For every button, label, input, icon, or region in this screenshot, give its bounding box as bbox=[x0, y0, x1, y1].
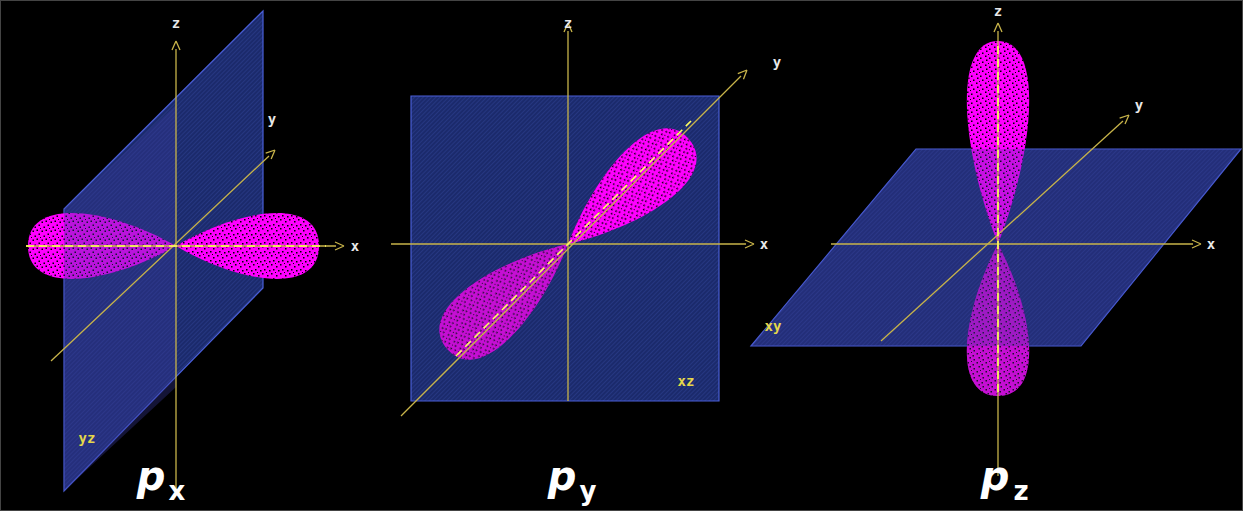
nodal-plane bbox=[411, 96, 719, 401]
axis-line bbox=[26, 245, 336, 246]
axis-line bbox=[831, 243, 1193, 244]
axis-line bbox=[401, 76, 741, 416]
axis-arrowhead bbox=[172, 41, 180, 50]
axis-label: z bbox=[172, 16, 180, 30]
axis-label: y bbox=[1135, 98, 1143, 112]
axis-arrowhead bbox=[994, 23, 1002, 32]
orbital-symbol: p bbox=[981, 456, 1010, 496]
axis-line bbox=[175, 49, 176, 491]
axis-arrowhead bbox=[738, 67, 750, 79]
plane-overlay bbox=[751, 149, 1241, 346]
orbital-subscript: x bbox=[169, 478, 186, 504]
lobe-axis-dash bbox=[26, 245, 326, 247]
axis-arrowhead bbox=[335, 242, 344, 250]
axis-label: z bbox=[564, 16, 572, 30]
orbital-subscript: z bbox=[1013, 478, 1028, 504]
axis-line bbox=[997, 31, 998, 476]
orbital-symbol: p bbox=[137, 456, 166, 496]
lobe-fill bbox=[426, 219, 590, 374]
axis-arrowhead bbox=[1192, 240, 1201, 248]
axis-arrowhead bbox=[266, 147, 278, 159]
nodal-plane bbox=[751, 149, 1241, 346]
orbital-subscript: y bbox=[580, 478, 597, 504]
axis-arrowhead bbox=[745, 240, 754, 248]
lobe-texture bbox=[426, 219, 590, 374]
axis-label: x bbox=[760, 237, 768, 251]
axis-label: x bbox=[1207, 237, 1215, 251]
orbital-symbol: p bbox=[548, 456, 577, 496]
axis-arrowhead bbox=[1120, 112, 1132, 124]
axis-label: y bbox=[268, 112, 276, 126]
axis-line bbox=[567, 31, 568, 401]
orbital-lobe bbox=[426, 219, 590, 374]
axis-label: y bbox=[773, 55, 781, 69]
plane-overlay bbox=[64, 105, 176, 491]
plane-label: yz bbox=[79, 431, 96, 445]
axis-label: z bbox=[994, 4, 1002, 18]
axis-line bbox=[881, 121, 1123, 341]
lobe-axis-dash bbox=[997, 46, 999, 393]
axis-line bbox=[51, 156, 269, 361]
plane-label: xz bbox=[678, 374, 695, 388]
axis-label: x bbox=[351, 239, 359, 253]
lobe-axis-dash bbox=[456, 121, 691, 356]
plane-label: xy bbox=[765, 319, 782, 333]
lobe-shade bbox=[426, 219, 590, 374]
